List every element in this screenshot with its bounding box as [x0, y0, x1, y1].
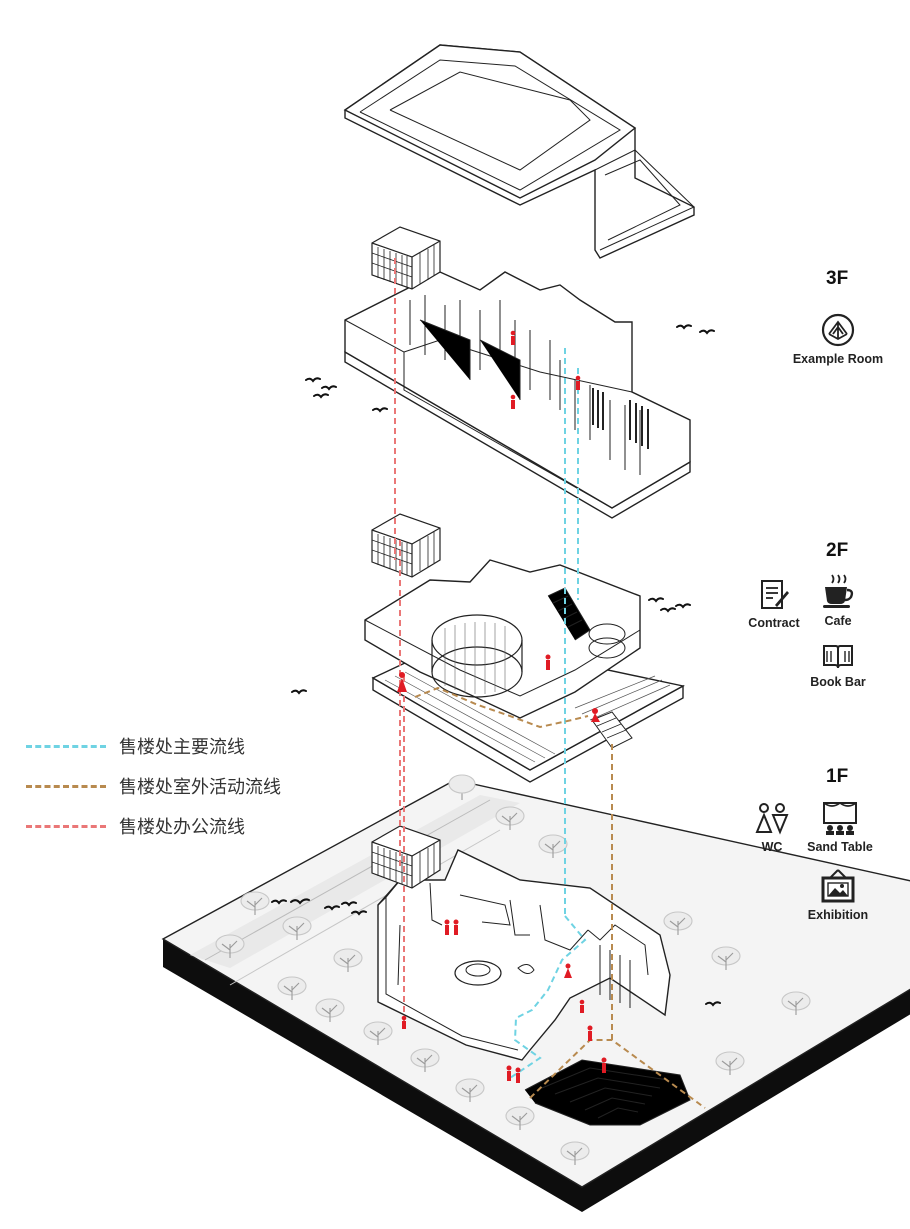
function-label: Sand Table: [807, 840, 873, 854]
outdoor-flow-swatch: [26, 785, 106, 788]
person-figure: [587, 1025, 593, 1041]
tree: [333, 948, 363, 972]
function-book-bar: Book Bar: [798, 641, 878, 689]
function-label: Cafe: [824, 614, 852, 628]
bird: [324, 905, 340, 911]
tree: [215, 934, 245, 958]
outdoor-flow-line: [414, 686, 706, 1109]
bird: [705, 1001, 721, 1007]
bird: [313, 393, 329, 399]
main-flow-line: [509, 348, 587, 1079]
floor-3f-plan: [344, 271, 691, 519]
tree: [715, 1051, 745, 1075]
tree: [282, 916, 312, 940]
tree: [495, 806, 525, 830]
floor-1f-plan: [377, 849, 691, 1126]
function-label: Contract: [748, 616, 800, 630]
tree: [538, 834, 568, 858]
example-room-icon: [821, 313, 855, 347]
bird: [699, 329, 715, 335]
person-figure: [545, 654, 551, 670]
bird: [660, 607, 676, 613]
person-figure: [601, 1057, 607, 1073]
person-figure: [564, 963, 572, 978]
tree: [277, 976, 307, 1000]
coffee-cup-icon: [823, 574, 854, 608]
person-figure: [506, 1065, 512, 1081]
function-label: WC: [761, 840, 783, 854]
person-figure: [401, 1015, 407, 1029]
function-wc: WC: [740, 802, 804, 854]
tree: [781, 991, 811, 1015]
person-figure: [575, 375, 581, 390]
person-figure: [515, 1067, 521, 1083]
sand-table-icon: [823, 802, 857, 835]
tower-3f: [371, 226, 441, 290]
tower-2f: [371, 513, 441, 578]
tower-1f: [371, 825, 441, 889]
trees: [215, 774, 811, 1165]
tree: [240, 891, 270, 915]
person-figure: [579, 999, 585, 1013]
book-icon: [823, 645, 853, 669]
function-example-room: Example Room: [790, 312, 886, 366]
floor-title-2f: 2F: [826, 540, 849, 561]
function-label: Exhibition: [807, 908, 869, 922]
main-flow-swatch: [26, 745, 106, 748]
people: [397, 330, 607, 1083]
floor-2f-plan: [364, 559, 685, 783]
office-flow-line: [394, 258, 405, 1025]
floor-title-3f: 3F: [826, 268, 849, 289]
bird: [290, 898, 310, 905]
picture-frame-icon: [821, 869, 855, 903]
bird: [676, 324, 692, 330]
person-figure: [397, 672, 407, 692]
legend-label: 售楼处办公流线: [119, 817, 245, 838]
tree: [455, 1078, 485, 1102]
bird: [291, 689, 307, 695]
function-label: Book Bar: [810, 675, 866, 689]
tree: [315, 998, 345, 1022]
bird: [305, 377, 321, 383]
legend-label: 售楼处主要流线: [119, 737, 245, 758]
tree: [560, 1141, 590, 1165]
person-figure: [510, 330, 516, 345]
tree: [711, 946, 741, 970]
bird: [372, 407, 388, 413]
person-figure: [510, 394, 516, 409]
wc-icon: [755, 803, 789, 835]
roof-plan: [343, 44, 695, 259]
person-figure: [453, 919, 459, 935]
function-exhibition: Exhibition: [798, 868, 878, 922]
birds: [271, 324, 721, 1007]
function-sand-table: Sand Table: [800, 800, 880, 854]
function-contract: Contract: [742, 578, 806, 630]
bird: [271, 899, 287, 905]
legend-label: 售楼处室外活动流线: [119, 777, 281, 798]
bird: [351, 910, 367, 916]
bird: [648, 597, 664, 603]
contract-icon: [761, 580, 789, 609]
function-label: Example Room: [792, 352, 884, 366]
bird: [321, 385, 337, 391]
bird: [341, 901, 357, 907]
tree: [363, 1021, 393, 1045]
tree: [448, 774, 476, 800]
tree: [410, 1048, 440, 1072]
bird: [675, 603, 691, 609]
person-figure: [591, 708, 600, 722]
office-flow-swatch: [26, 825, 106, 828]
floor-title-1f: 1F: [826, 766, 849, 787]
function-cafe: Cafe: [806, 572, 870, 628]
tree: [663, 911, 693, 935]
person-figure: [444, 919, 450, 935]
tree: [505, 1106, 535, 1130]
